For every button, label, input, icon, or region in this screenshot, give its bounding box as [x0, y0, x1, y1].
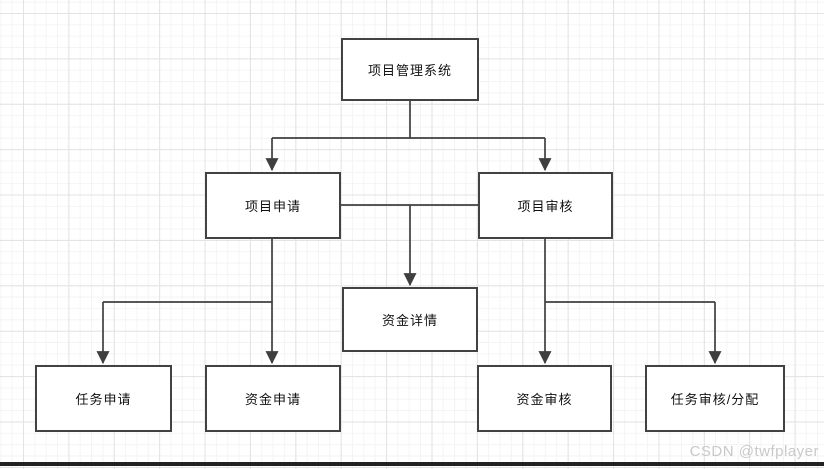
- csdn-watermark: CSDN @twfplayer: [689, 443, 819, 460]
- node-project-apply: 项目申请: [205, 172, 341, 239]
- node-fund-apply: 资金申请: [205, 365, 341, 432]
- bottom-border-bar: [0, 462, 824, 466]
- node-fund-detail: 资金详情: [342, 287, 478, 352]
- node-project-management-system: 项目管理系统: [341, 38, 479, 101]
- node-project-review: 项目审核: [478, 172, 613, 239]
- node-task-review-assign: 任务审核/分配: [645, 365, 785, 432]
- node-task-apply: 任务申请: [35, 365, 172, 432]
- node-fund-review: 资金审核: [477, 365, 612, 432]
